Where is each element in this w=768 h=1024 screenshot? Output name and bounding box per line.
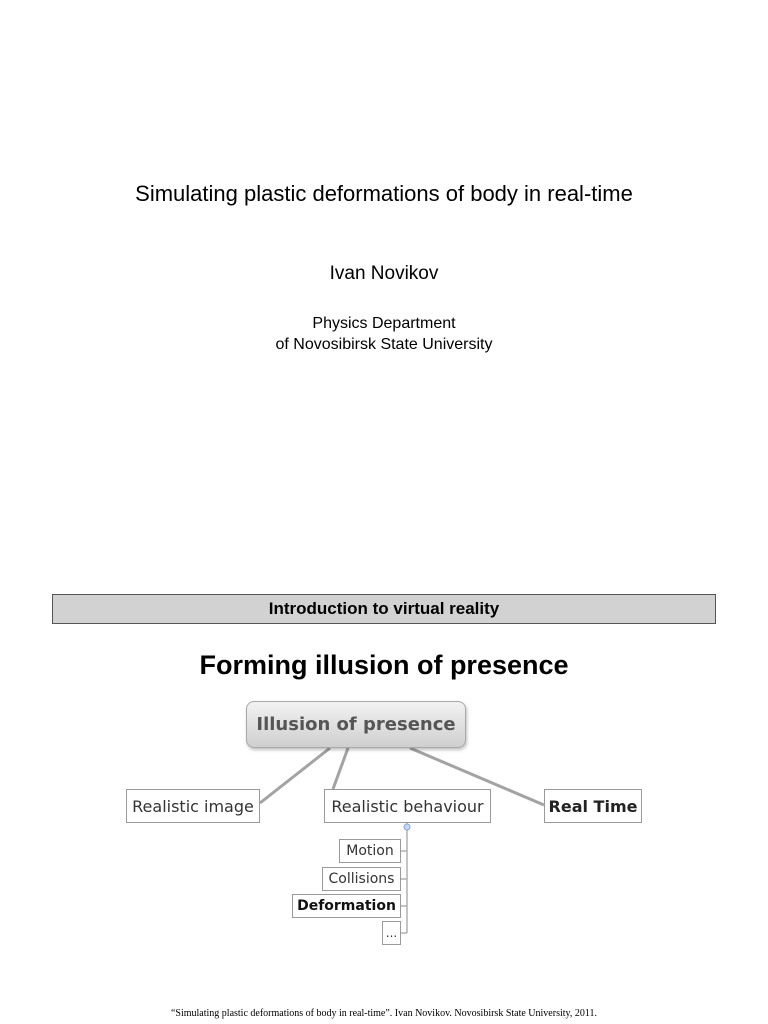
section-header-label: Introduction to virtual reality — [268, 599, 500, 618]
page-title: Simulating plastic deformations of body … — [135, 181, 633, 206]
mindmap-subnode-collisions: Collisions — [322, 867, 401, 891]
mindmap-subnode-label: Motion — [346, 843, 394, 859]
connector-root-behaviour — [331, 747, 350, 790]
mindmap-subnode-label: Deformation — [297, 898, 396, 914]
mindmap-node-label: Real Time — [548, 796, 638, 816]
mindmap-node-label: Realistic behaviour — [331, 796, 484, 816]
mindmap-node-label: Realistic image — [132, 796, 254, 816]
mindmap-subnode-label: ... — [385, 926, 398, 940]
mindmap-subnode-motion: Motion — [339, 839, 401, 863]
mindmap-subnode-label: Collisions — [328, 871, 395, 887]
mindmap-subnode-deformation: Deformation — [292, 894, 401, 918]
mindmap-subnode-more: ... — [382, 921, 401, 945]
mindmap-node-real-time: Real Time — [544, 789, 642, 823]
mindmap-node-realistic-image: Realistic image — [126, 789, 260, 823]
slide-heading: Forming illusion of presence — [199, 650, 569, 680]
section-header-bar: Introduction to virtual reality — [52, 594, 716, 624]
mindmap-node-realistic-behaviour: Realistic behaviour — [324, 789, 491, 823]
footer-citation: “Simulating plastic deformations of body… — [170, 1008, 598, 1019]
collapse-marker-icon — [403, 823, 411, 831]
mindmap-root-label: Illusion of presence — [256, 714, 456, 735]
affiliation-line-1: Physics Department — [312, 315, 456, 332]
connector-root-image — [259, 746, 331, 805]
author-name: Ivan Novikov — [329, 263, 439, 284]
mindmap-root-node: Illusion of presence — [246, 701, 466, 748]
affiliation-line-2: of Novosibirsk State University — [275, 336, 493, 353]
connector-root-realtime — [409, 746, 545, 807]
